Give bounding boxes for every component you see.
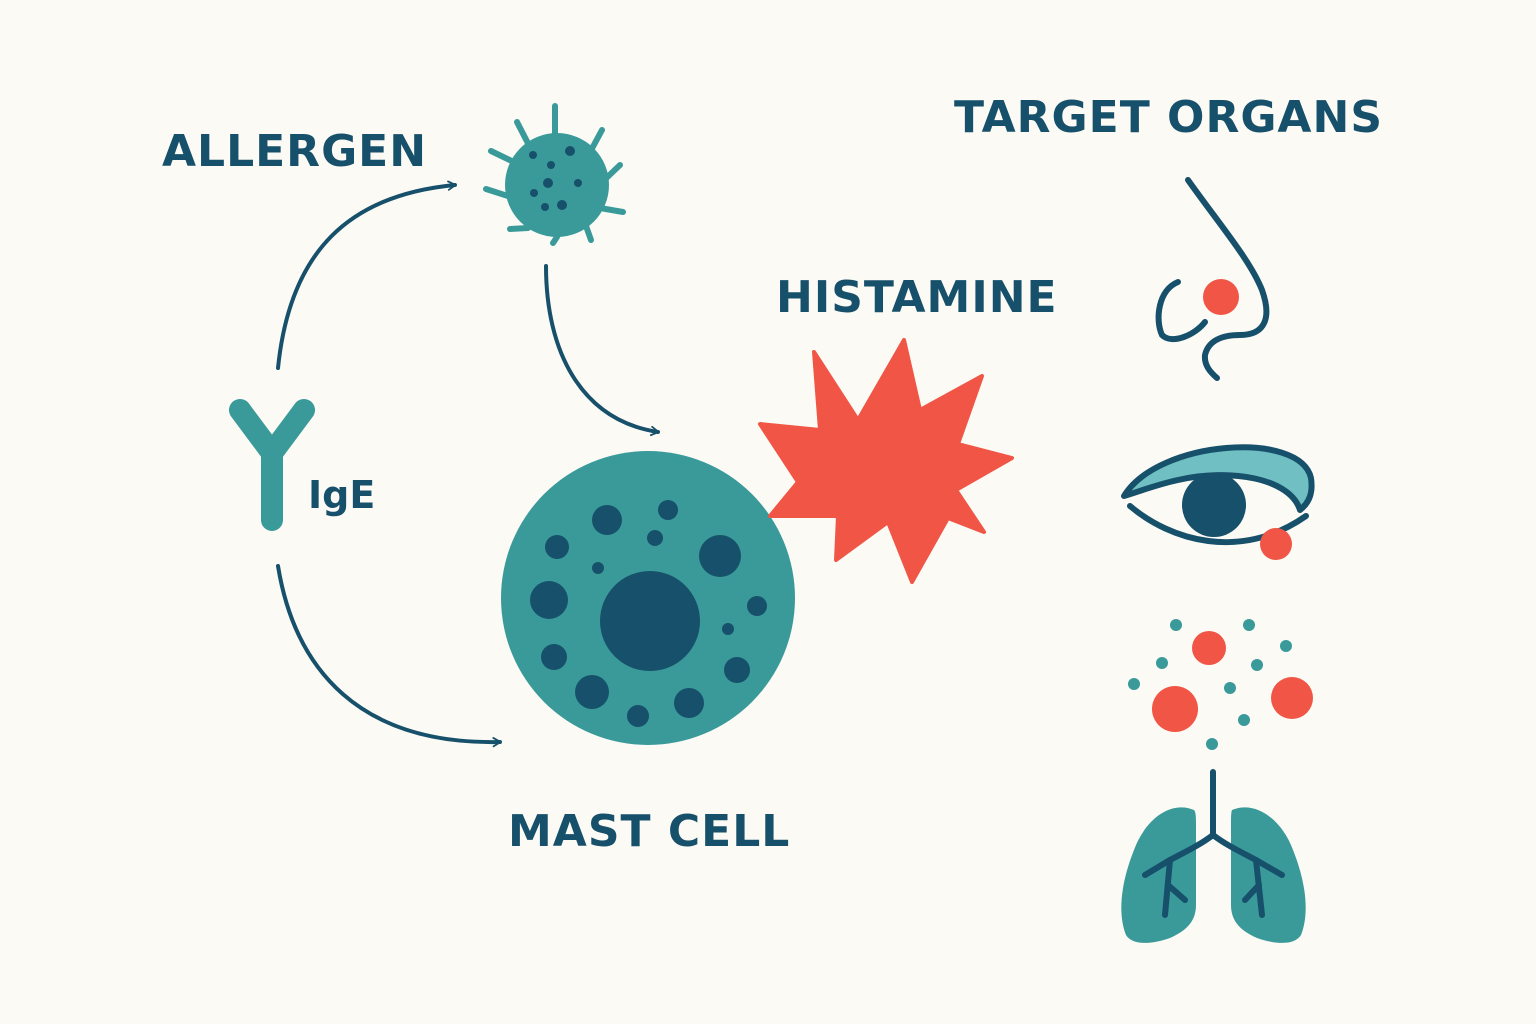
lungs-icon	[1121, 769, 1306, 943]
allergen-to-mast-cell-arrow	[544, 264, 660, 437]
ige-label: IgE	[308, 473, 375, 517]
skin-dots-icon	[1128, 619, 1313, 750]
starburst-icon	[758, 338, 1014, 584]
allergen-label: ALLERGEN	[162, 126, 427, 177]
histamine-label: HISTAMINE	[776, 272, 1058, 323]
eye-icon	[1121, 444, 1315, 560]
mast-cell-icon	[501, 451, 795, 745]
target-organs-label: TARGET ORGANS	[954, 92, 1383, 143]
ige-to-allergen-arrow	[276, 180, 457, 370]
virus-icon	[483, 103, 626, 246]
ige-to-mast-cell-arrow	[276, 564, 502, 748]
nose-icon	[1155, 177, 1270, 381]
antibody-y-icon	[229, 399, 315, 531]
mast-cell-label: MAST CELL	[508, 806, 790, 857]
